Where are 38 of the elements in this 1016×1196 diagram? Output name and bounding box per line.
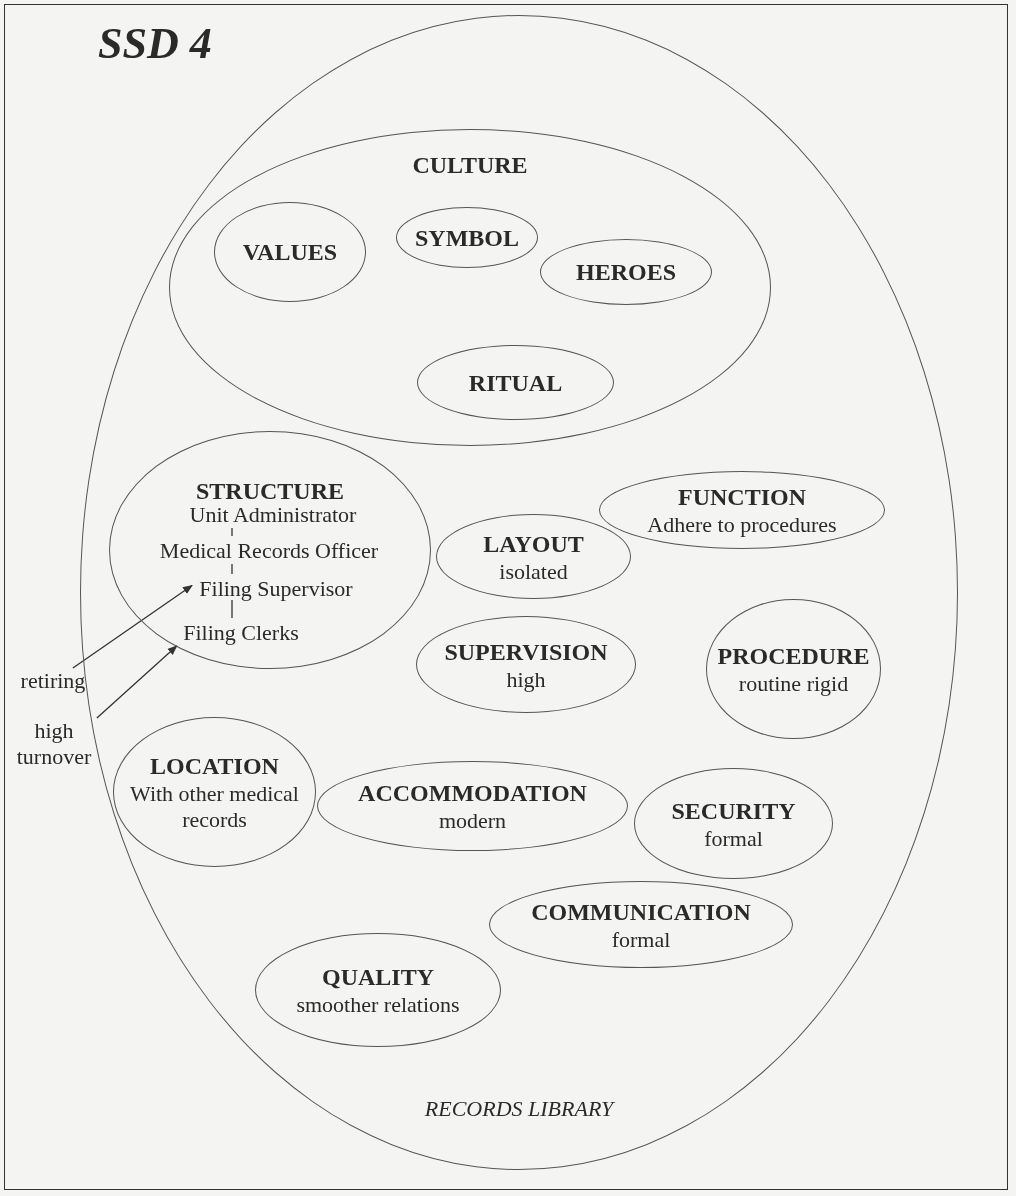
factor-value: routine rigid bbox=[737, 671, 850, 697]
factor-value: smoother relations bbox=[296, 992, 460, 1018]
factor-value: formal bbox=[704, 825, 763, 852]
group-heading: CULTURE bbox=[411, 151, 529, 180]
factor-heading: SUPERVISION bbox=[444, 637, 608, 667]
connector-line bbox=[231, 563, 233, 575]
factor-heading: SYMBOL bbox=[415, 223, 519, 253]
factor-heading: LOCATION bbox=[150, 752, 279, 781]
area-label: RECORDS LIBRARY bbox=[423, 1095, 616, 1123]
factor-value: high bbox=[506, 666, 546, 693]
factor-value: formal bbox=[611, 926, 671, 953]
factor-heading: FUNCTION bbox=[678, 483, 806, 512]
factor-heading: VALUES bbox=[242, 238, 338, 267]
note-text: retiring bbox=[8, 668, 98, 696]
factor-value: modern bbox=[438, 808, 507, 834]
hierarchy-label: Filing Clerks bbox=[170, 620, 312, 648]
oval-shape bbox=[169, 129, 771, 446]
oval-shape bbox=[634, 768, 833, 879]
connector-line bbox=[231, 527, 233, 537]
arrow bbox=[96, 645, 178, 719]
factor-heading: RITUAL bbox=[468, 368, 563, 398]
factor-heading: PROCEDURE bbox=[717, 642, 870, 671]
connector-line bbox=[231, 599, 233, 619]
note-text: high turnover bbox=[8, 718, 100, 774]
factor-heading: QUALITY bbox=[322, 963, 434, 992]
arrow bbox=[72, 584, 193, 669]
factor-value: Adhere to procedures bbox=[647, 512, 837, 538]
factor-heading: SECURITY bbox=[671, 796, 796, 826]
factor-heading: HEROES bbox=[576, 258, 676, 287]
factor-value: With other medical records bbox=[129, 781, 300, 833]
factor-heading: COMMUNICATION bbox=[531, 897, 751, 927]
factor-value: isolated bbox=[499, 558, 568, 585]
oval-shape bbox=[416, 616, 636, 713]
hierarchy-label: Filing Supervisor bbox=[194, 576, 358, 602]
factor-heading: LAYOUT bbox=[483, 529, 584, 559]
factor-heading: ACCOMMODATION bbox=[358, 779, 587, 808]
diagram-title: SSD 4 bbox=[98, 18, 212, 69]
hierarchy-label: Medical Records Officer bbox=[136, 538, 402, 566]
